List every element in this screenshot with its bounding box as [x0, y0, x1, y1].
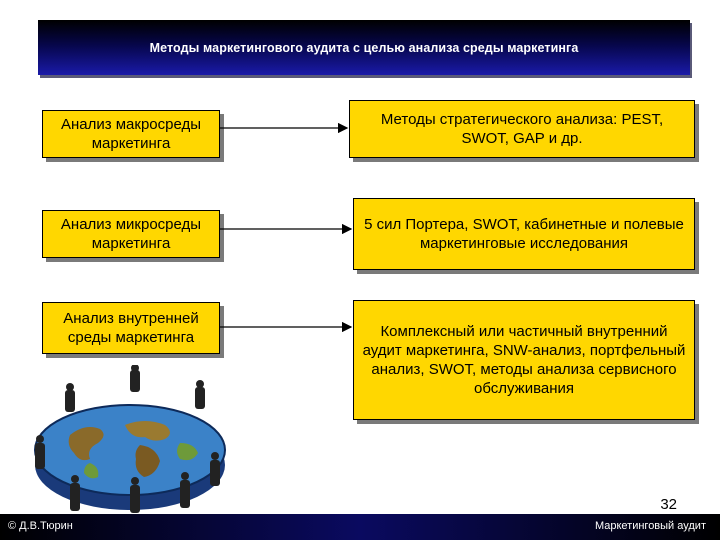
- right-box-porter-methods: 5 сил Портера, SWOT, кабинетные и полевы…: [353, 198, 695, 270]
- slide-title: Методы маркетингового аудита с целью ана…: [149, 40, 579, 55]
- right-box-internal-audit-methods: Комплексный или частичный внутренний ауд…: [353, 300, 695, 420]
- title-bar: Методы маркетингового аудита с целью ана…: [38, 20, 690, 75]
- footer-course: Маркетинговый аудит: [594, 520, 706, 532]
- globe-table-illustration: [34, 365, 226, 513]
- right-box-strategic-methods: Методы стратегического анализа: PEST, SW…: [349, 100, 695, 158]
- left-box-internal: Анализ внутренней среды маркетинга: [42, 302, 220, 354]
- footer-author: © Д.В.Тюрин: [8, 520, 73, 532]
- left-box-macro: Анализ макросреды маркетинга: [42, 110, 220, 158]
- person-icons: [35, 365, 220, 513]
- footer-bar: © Д.В.Тюрин Маркетинговый аудит: [0, 514, 720, 540]
- page-number: 32: [660, 496, 677, 513]
- left-box-micro: Анализ микросреды маркетинга: [42, 210, 220, 258]
